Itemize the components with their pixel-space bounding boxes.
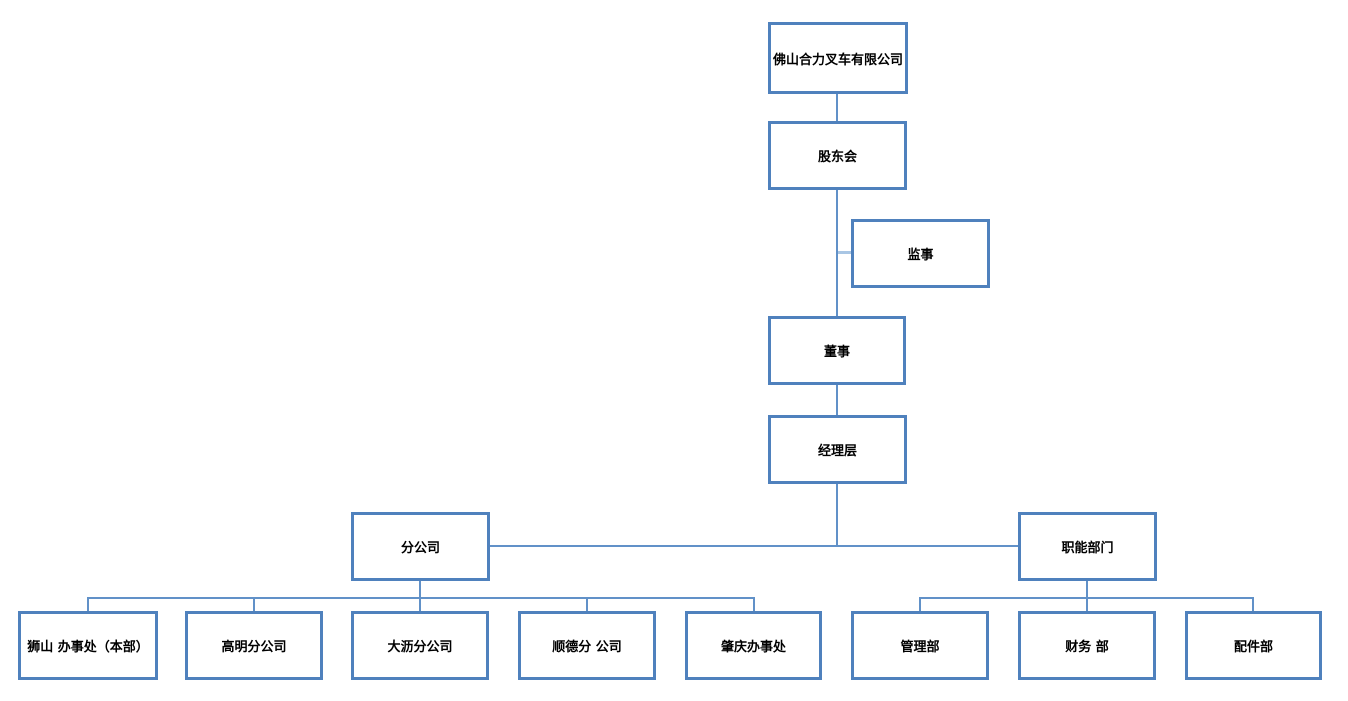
node-parts-dept: 配件部	[1185, 611, 1322, 680]
connector-drop-shishan	[87, 597, 89, 611]
node-functional: 职能部门	[1018, 512, 1157, 581]
connector-drop-zhaoqing	[753, 597, 755, 611]
connector-drop-shunde	[586, 597, 588, 611]
connector-drop-management-dept	[919, 597, 921, 611]
node-shishan-office: 狮山 办事处（本部）	[18, 611, 158, 680]
node-finance-dept: 财务 部	[1018, 611, 1156, 680]
node-director: 董事	[768, 316, 906, 385]
connector-branches-rail	[419, 581, 421, 598]
connector-split-horizontal	[490, 545, 1018, 547]
node-zhaoqing-office: 肇庆办事处	[685, 611, 822, 680]
node-shareholders: 股东会	[768, 121, 907, 190]
connector-drop-finance-dept	[1086, 597, 1088, 611]
connector-drop-gaoming	[253, 597, 255, 611]
node-management-dept: 管理部	[851, 611, 989, 680]
connector-functional-rail	[1086, 581, 1088, 598]
connector-company-shareholders	[836, 94, 838, 121]
connector-drop-dali	[419, 597, 421, 611]
node-dali-branch: 大沥分公司	[351, 611, 489, 680]
node-management: 经理层	[768, 415, 907, 484]
node-supervisor: 监事	[851, 219, 990, 288]
connector-shareholders-director	[836, 190, 838, 316]
connector-drop-parts-dept	[1252, 597, 1254, 611]
connector-shareholders-supervisor	[838, 251, 851, 254]
node-shunde-branch: 顺德分 公司	[518, 611, 656, 680]
connector-management-split	[836, 483, 838, 546]
node-company: 佛山合力叉车有限公司	[768, 22, 908, 94]
node-branches: 分公司	[351, 512, 490, 581]
connector-director-management	[836, 385, 838, 415]
node-gaoming-branch: 高明分公司	[185, 611, 323, 680]
